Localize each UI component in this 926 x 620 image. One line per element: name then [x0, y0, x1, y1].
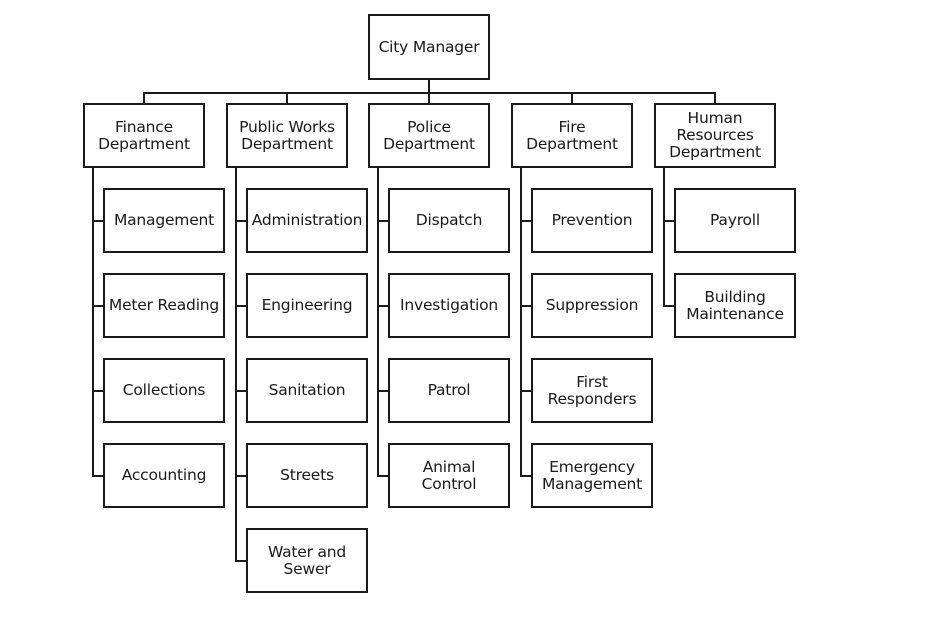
unit-connector-meter-reading — [92, 304, 103, 307]
node-sanitation: Sanitation — [246, 358, 368, 423]
unit-spine-public-works-department — [235, 168, 237, 562]
node-collections: Collections — [103, 358, 225, 423]
unit-connector-management — [92, 219, 103, 222]
department-drop-finance-department — [143, 92, 145, 103]
node-patrol: Patrol — [388, 358, 510, 423]
unit-spine-police-department — [377, 168, 379, 477]
unit-connector-prevention — [520, 219, 531, 222]
node-emergency-management: Emergency Management — [531, 443, 653, 508]
unit-connector-administration — [235, 219, 246, 222]
unit-connector-first-responders — [520, 389, 531, 392]
node-administration: Administration — [246, 188, 368, 253]
unit-spine-finance-department — [92, 168, 94, 477]
node-finance-department: Finance Department — [83, 103, 205, 168]
node-first-responders: First Responders — [531, 358, 653, 423]
node-dispatch: Dispatch — [388, 188, 510, 253]
node-animal-control: Animal Control — [388, 443, 510, 508]
node-water-and-sewer: Water and Sewer — [246, 528, 368, 593]
unit-connector-building-maintenance — [663, 304, 674, 307]
node-building-maintenance: Building Maintenance — [674, 273, 796, 338]
unit-spine-human-resources-department — [663, 168, 665, 307]
node-investigation: Investigation — [388, 273, 510, 338]
department-drop-police-department — [428, 92, 430, 103]
unit-connector-water-and-sewer — [235, 559, 246, 562]
unit-connector-suppression — [520, 304, 531, 307]
unit-connector-animal-control — [377, 474, 388, 477]
unit-connector-dispatch — [377, 219, 388, 222]
node-fire-department: Fire Department — [511, 103, 633, 168]
node-human-resources-department: Human Resources Department — [654, 103, 776, 168]
unit-connector-payroll — [663, 219, 674, 222]
node-prevention: Prevention — [531, 188, 653, 253]
unit-connector-streets — [235, 474, 246, 477]
unit-connector-sanitation — [235, 389, 246, 392]
unit-connector-investigation — [377, 304, 388, 307]
node-public-works-department: Public Works Department — [226, 103, 348, 168]
node-suppression: Suppression — [531, 273, 653, 338]
unit-connector-emergency-management — [520, 474, 531, 477]
unit-connector-engineering — [235, 304, 246, 307]
node-streets: Streets — [246, 443, 368, 508]
unit-spine-fire-department — [520, 168, 522, 477]
unit-connector-collections — [92, 389, 103, 392]
unit-connector-patrol — [377, 389, 388, 392]
department-drop-fire-department — [571, 92, 573, 103]
node-city-manager: City Manager — [368, 14, 490, 80]
node-management: Management — [103, 188, 225, 253]
node-police-department: Police Department — [368, 103, 490, 168]
unit-connector-accounting — [92, 474, 103, 477]
root-connector — [428, 80, 430, 93]
node-engineering: Engineering — [246, 273, 368, 338]
node-payroll: Payroll — [674, 188, 796, 253]
node-meter-reading: Meter Reading — [103, 273, 225, 338]
department-drop-public-works-department — [286, 92, 288, 103]
department-drop-human-resources-department — [714, 92, 716, 103]
node-accounting: Accounting — [103, 443, 225, 508]
